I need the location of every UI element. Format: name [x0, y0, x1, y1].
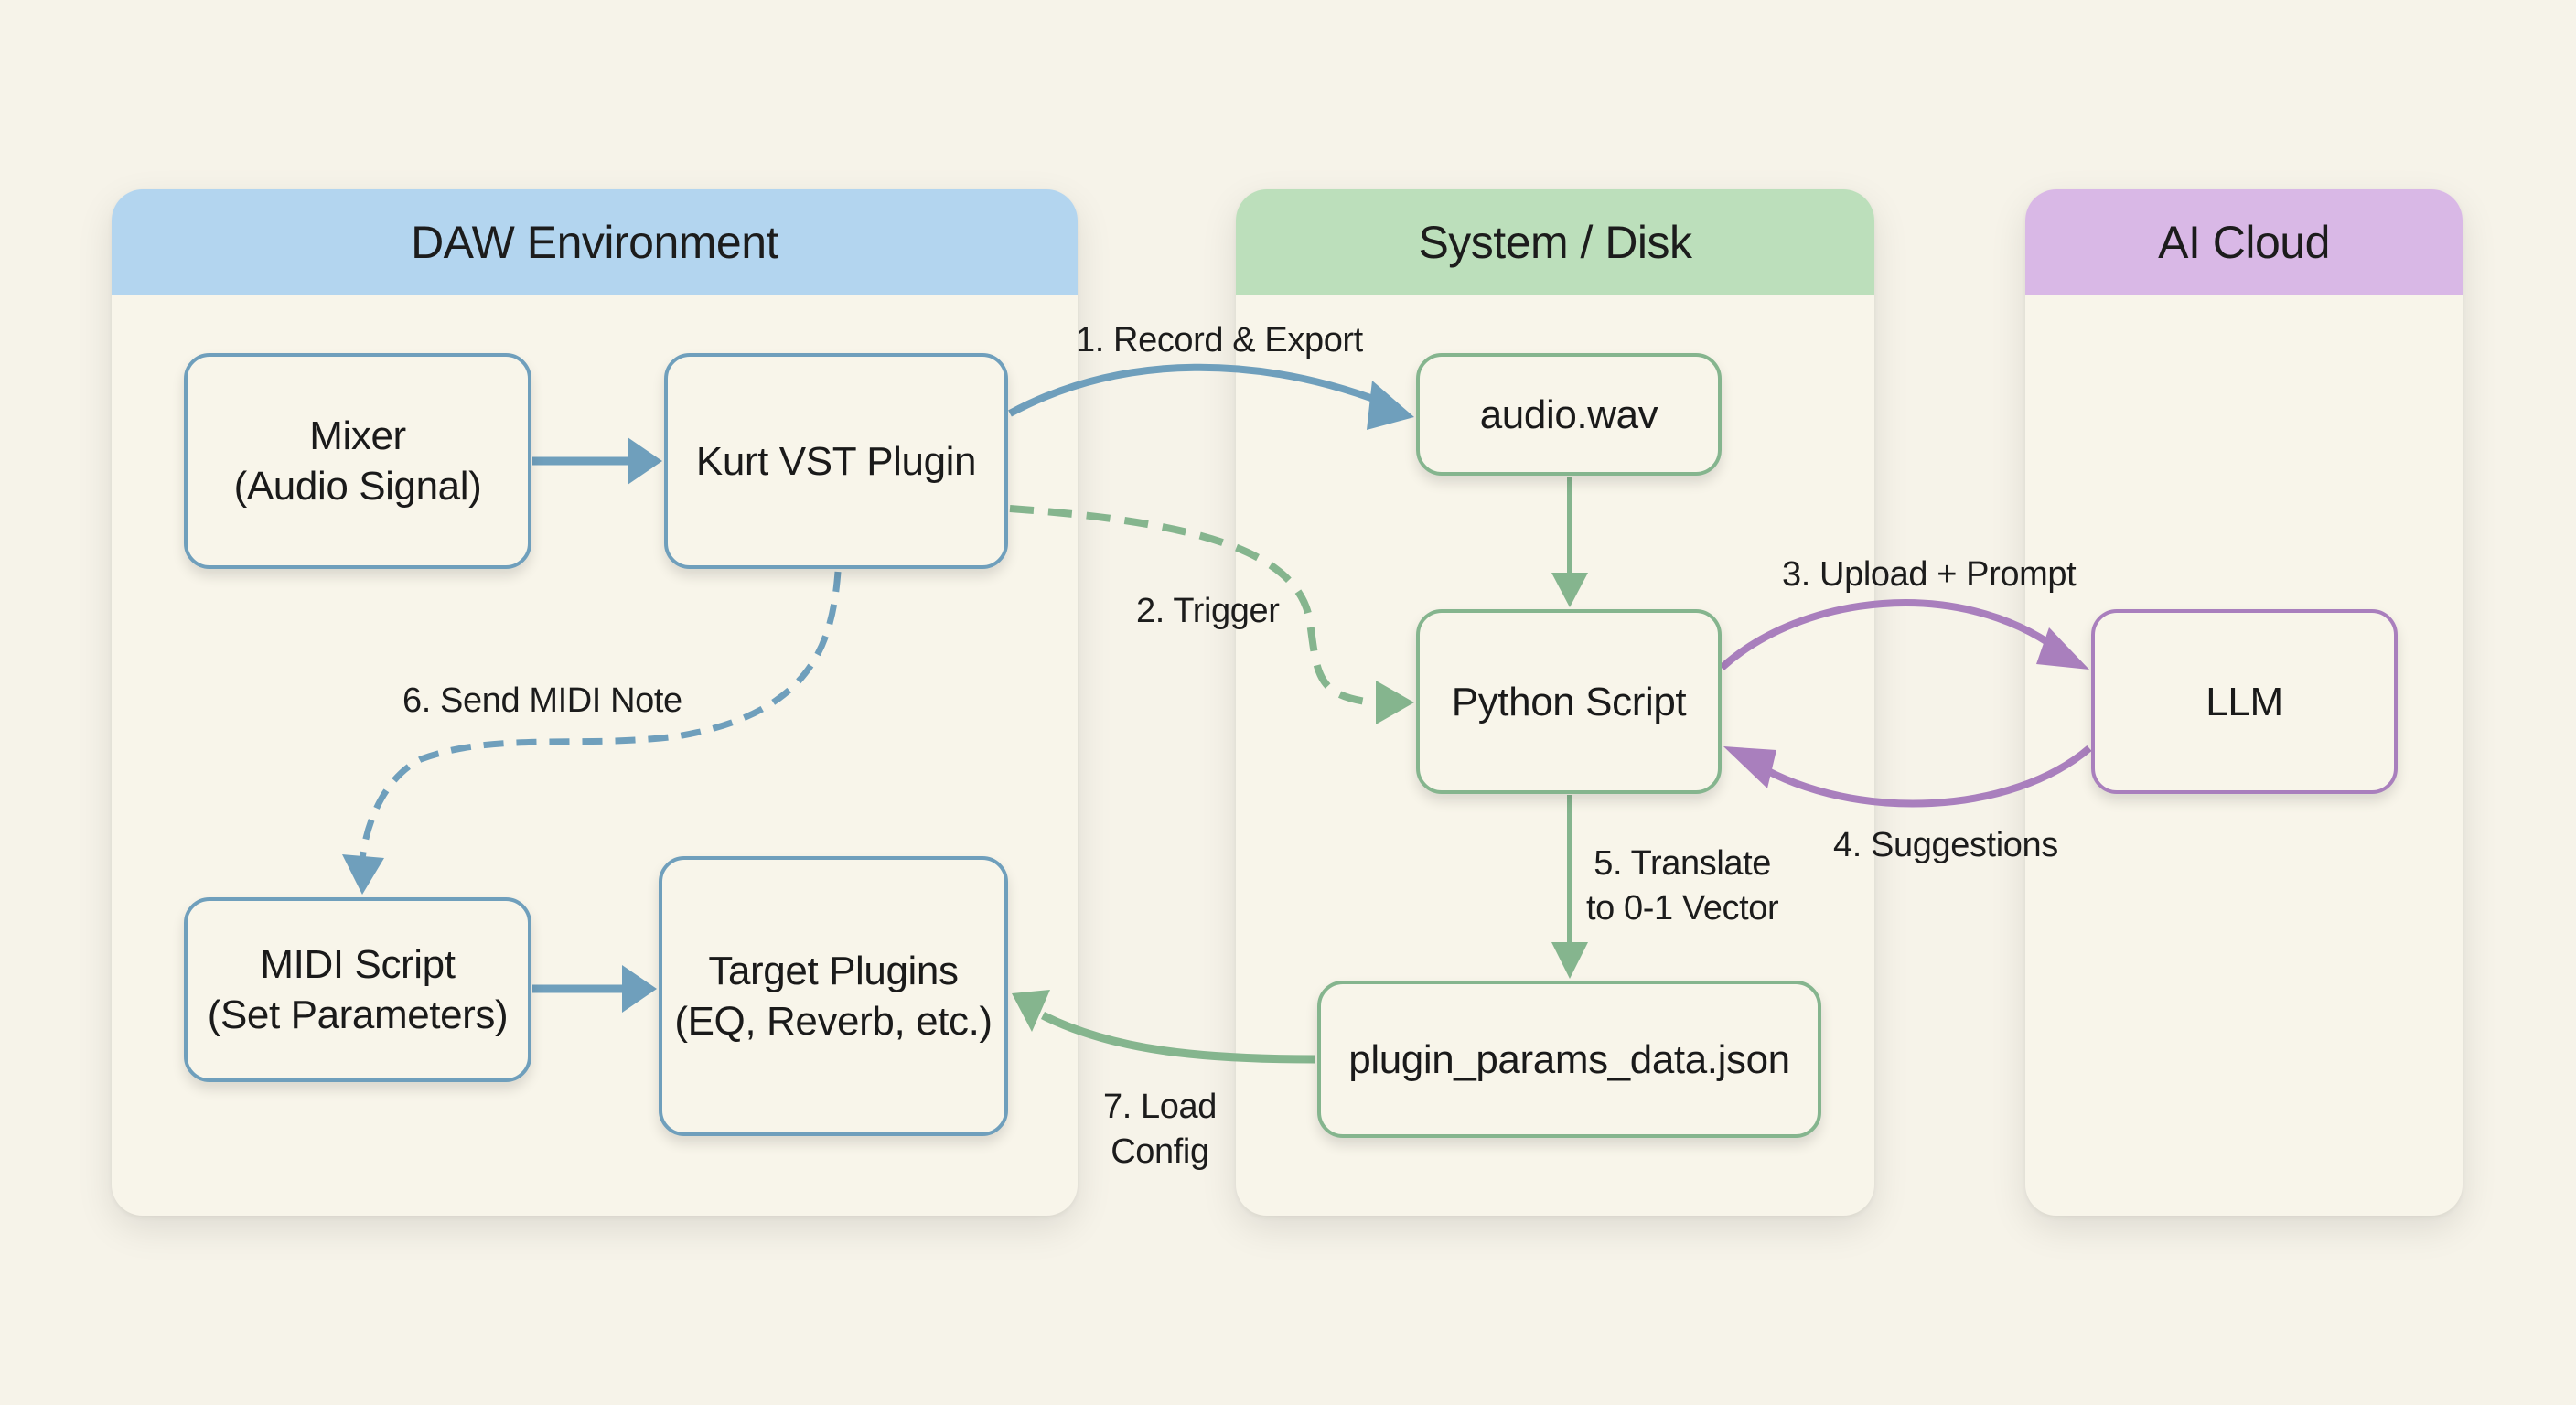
ai-cloud-header: AI Cloud: [2025, 189, 2463, 295]
edge-label-send-midi: 6. Send MIDI Note: [402, 681, 682, 720]
node-llm-label: LLM: [2206, 679, 2283, 724]
ai-cloud-title: AI Cloud: [2158, 216, 2330, 268]
edge-upload-prompt: [1719, 599, 2061, 670]
edge-load-config: [1040, 1011, 1316, 1064]
arrowhead-audio-to-python: [1551, 573, 1588, 607]
arrowhead-mixer-to-kurt: [628, 437, 662, 485]
arrowhead-midi-to-target: [622, 965, 657, 1013]
node-python-script-label: Python Script: [1451, 679, 1687, 724]
edge-label-translate: 5. Translate to 0-1 Vector: [1586, 844, 1779, 928]
arrowhead-translate: [1551, 942, 1588, 979]
edge-label-record-export: 1. Record & Export: [1076, 321, 1363, 359]
arrowhead-trigger: [1376, 681, 1414, 724]
daw-environment-header: DAW Environment: [112, 189, 1078, 295]
node-python-script: Python Script: [1416, 609, 1722, 794]
edge-suggestions: [1754, 745, 2092, 808]
node-llm: LLM: [2091, 609, 2398, 794]
node-target-plugins-label: Target Plugins (EQ, Reverb, etc.): [674, 949, 993, 1044]
edge-record-export: [1008, 363, 1385, 417]
node-kurt-vst-plugin-label: Kurt VST Plugin: [695, 438, 977, 484]
node-kurt-vst-plugin: Kurt VST Plugin: [664, 353, 1008, 569]
edge-send-midi: [359, 571, 842, 861]
arrowhead-load-config: [1012, 990, 1050, 1032]
system-disk-title: System / Disk: [1418, 216, 1692, 268]
arrowhead-upload-prompt: [2036, 627, 2089, 670]
daw-environment-title: DAW Environment: [411, 216, 778, 268]
node-audio-wav-label: audio.wav: [1479, 391, 1658, 437]
node-target-plugins: Target Plugins (EQ, Reverb, etc.): [659, 856, 1008, 1136]
node-plugin-params-json-label: plugin_params_data.json: [1348, 1036, 1790, 1082]
edge-label-upload-prompt: 3. Upload + Prompt: [1782, 555, 2077, 594]
edge-label-trigger: 2. Trigger: [1136, 592, 1280, 630]
node-midi-script-label: MIDI Script (Set Parameters): [207, 942, 509, 1037]
node-mixer: Mixer (Audio Signal): [184, 353, 531, 569]
edge-label-suggestions: 4. Suggestions: [1833, 826, 2058, 864]
node-midi-script: MIDI Script (Set Parameters): [184, 897, 531, 1082]
system-disk-header: System / Disk: [1236, 189, 1874, 295]
edge-trigger: [1009, 505, 1373, 706]
node-audio-wav: audio.wav: [1416, 353, 1722, 476]
node-mixer-label: Mixer (Audio Signal): [233, 413, 482, 509]
arrowhead-suggestions: [1723, 746, 1776, 788]
edge-label-load-config: 7. Load Config: [1103, 1088, 1217, 1172]
node-plugin-params-json: plugin_params_data.json: [1317, 981, 1821, 1138]
arrowhead-send-midi: [342, 854, 384, 895]
arrowhead-record-export: [1367, 381, 1414, 430]
